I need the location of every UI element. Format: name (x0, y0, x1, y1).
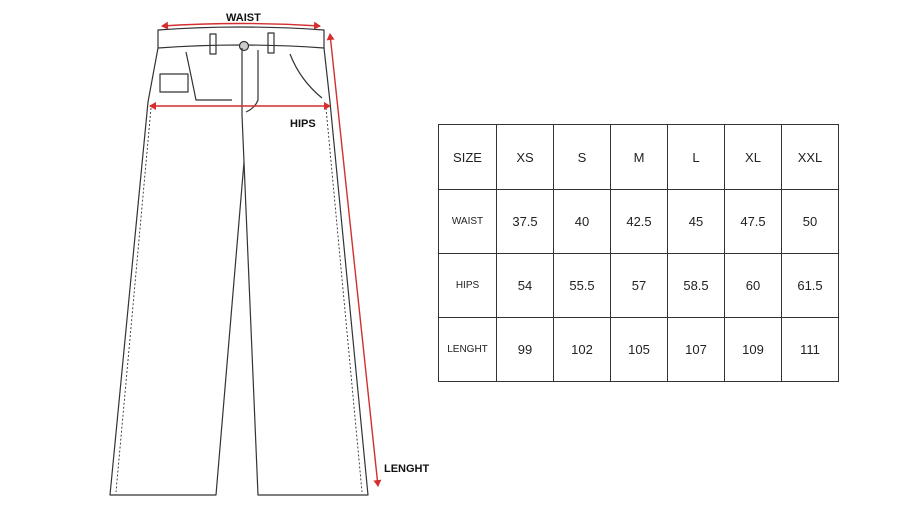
side-seam-left (115, 107, 152, 493)
length-measure-line (326, 33, 382, 487)
fly-line (245, 50, 259, 113)
coin-pocket (159, 73, 189, 93)
pocket-left (185, 51, 232, 101)
length-row-label: LENGHT (438, 317, 497, 382)
length-label: LENGHT (384, 463, 430, 475)
size-xl: XL (724, 124, 782, 190)
hips-label: HIPS (290, 118, 316, 130)
hips-row: HIPS 54 55.5 57 58.5 60 61.5 (438, 253, 839, 318)
size-s: S (553, 124, 611, 190)
table-cell: 107 (667, 317, 725, 382)
table-cell: 111 (781, 317, 839, 382)
table-cell: 105 (610, 317, 668, 382)
size-l: L (667, 124, 725, 190)
waist-measure-line (161, 21, 321, 30)
length-row: LENGHT 99 102 105 107 109 111 (438, 317, 839, 382)
table-cell: 99 (496, 317, 554, 382)
button (238, 40, 250, 52)
waist-row-label: WAIST (438, 189, 497, 254)
leg-right (243, 47, 369, 496)
leg-left (109, 47, 245, 496)
table-cell: 109 (724, 317, 782, 382)
table-cell: 37.5 (496, 189, 554, 254)
table-cell: 42.5 (610, 189, 668, 254)
table-cell: 58.5 (667, 253, 725, 318)
pocket-right (289, 53, 323, 99)
table-cell: 57 (610, 253, 668, 318)
size-xxl: XXL (781, 124, 839, 190)
waist-label: WAIST (226, 12, 261, 24)
table-cell: 102 (553, 317, 611, 382)
waist-row: WAIST 37.5 40 42.5 45 47.5 50 (438, 189, 839, 254)
belt-loop-right (267, 32, 275, 54)
size-header-label: SIZE (438, 124, 497, 190)
table-cell: 47.5 (724, 189, 782, 254)
table-cell: 50 (781, 189, 839, 254)
table-cell: 60 (724, 253, 782, 318)
size-chart-table: SIZE XS S M L XL XXL WAIST 37.5 40 42.5 … (438, 124, 839, 382)
size-m: M (610, 124, 668, 190)
table-cell: 61.5 (781, 253, 839, 318)
hips-row-label: HIPS (438, 253, 497, 318)
table-cell: 40 (553, 189, 611, 254)
measure-lines (149, 21, 382, 487)
size-header-row: SIZE XS S M L XL XXL (438, 124, 839, 190)
size-xs: XS (496, 124, 554, 190)
pants-outline (109, 26, 369, 496)
belt-loop-left (209, 33, 217, 55)
table-cell: 54 (496, 253, 554, 318)
table-cell: 55.5 (553, 253, 611, 318)
table-cell: 45 (667, 189, 725, 254)
